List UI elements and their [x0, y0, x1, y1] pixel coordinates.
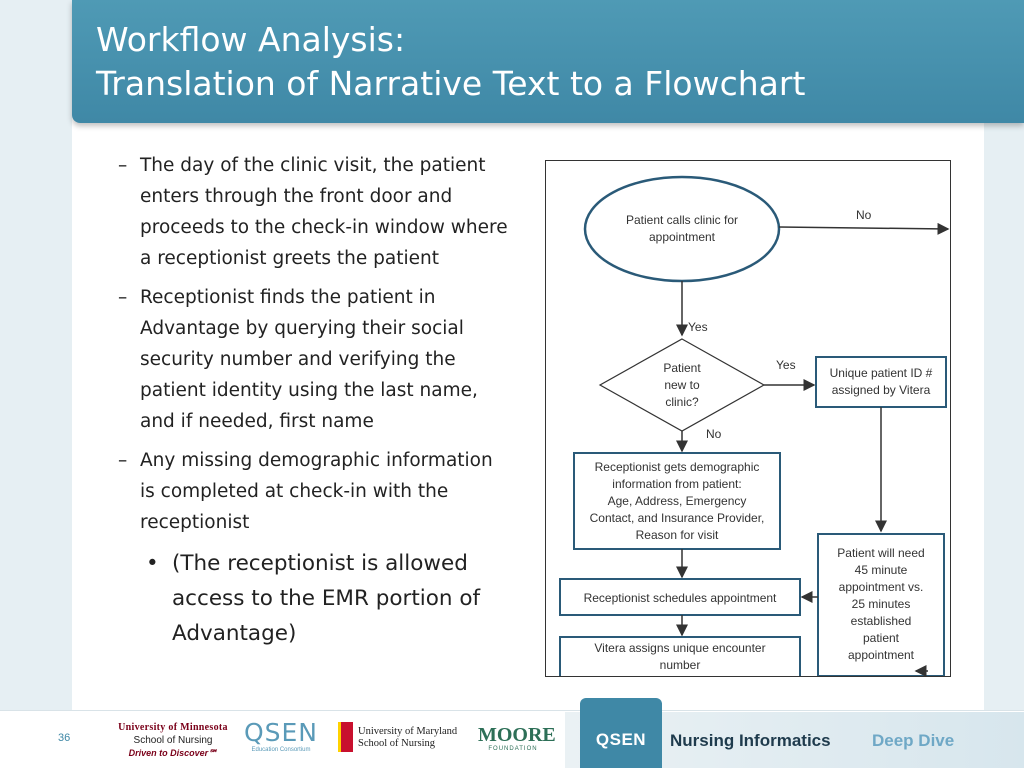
decision-label-3: clinic?: [665, 395, 699, 409]
start-label-2: appointment: [649, 230, 716, 244]
encounter-label-2: number: [660, 658, 701, 672]
page-number: 36: [58, 732, 71, 744]
deep-dive-label: Deep Dive: [872, 731, 955, 750]
umd-school: School of Nursing: [358, 738, 435, 749]
bullet-list: – The day of the clinic visit, the patie…: [118, 150, 508, 651]
nursing-informatics-label: Nursing Informatics: [670, 731, 831, 750]
yes-label-2: Yes: [776, 358, 796, 372]
dash-marker: –: [118, 155, 128, 176]
umd-name: University of Maryland: [358, 726, 458, 737]
need-time-line-7: appointment: [848, 648, 915, 662]
unique-id-label-1: Unique patient ID #: [830, 366, 933, 380]
umd-text: University of Maryland School of Nursing: [358, 726, 518, 750]
unique-id-label-2: assigned by Vitera: [832, 383, 931, 397]
umn-logo: University of Minnesota School of Nursin…: [118, 721, 228, 760]
no-label-top: No: [856, 208, 872, 222]
umn-tagline: Driven to Discover℠: [128, 748, 218, 758]
need-time-line-4: 25 minutes: [852, 597, 911, 611]
schedules-label: Receptionist schedules appointment: [584, 591, 777, 605]
demographics-line-1: Receptionist gets demographic: [595, 460, 760, 474]
flowchart: Patient calls clinic for appointment No …: [545, 160, 951, 677]
need-time-line-5: established: [851, 614, 912, 628]
qsen-logo-text: QSEN: [243, 718, 319, 747]
decision-label-1: Patient: [663, 361, 701, 375]
yes-label-1: Yes: [688, 320, 708, 334]
bullet-text: Any missing demographic information is c…: [140, 450, 493, 533]
qsen-tab-label: QSEN: [595, 730, 647, 749]
qsen-logo: QSEN Education Consortium: [240, 718, 322, 754]
need-time-box: [817, 533, 945, 676]
demographics-box: [573, 452, 781, 550]
demographics-line-5: Reason for visit: [636, 528, 719, 542]
dash-marker: –: [118, 287, 128, 308]
moore-logo-subtext: FOUNDATION: [488, 746, 538, 752]
unique-id-box: [815, 356, 947, 408]
qsen-tab: [580, 698, 662, 768]
umn-school: School of Nursing: [133, 735, 213, 746]
slide-title: Workflow Analysis: Translation of Narrat…: [96, 18, 805, 106]
no-connector-top: [778, 222, 950, 235]
sub-bullet-item: • (The receptionist is allowed access to…: [146, 546, 508, 651]
bullet-text: The day of the clinic visit, the patient…: [140, 155, 508, 269]
start-label-1: Patient calls clinic for: [626, 213, 738, 227]
moore-logo: MOORE FOUNDATION: [478, 724, 556, 752]
demographics-line-3: Age, Address, Emergency: [608, 494, 747, 508]
need-time-line-1: Patient will need: [837, 546, 924, 560]
dot-marker: •: [146, 551, 159, 576]
title-bar: [72, 0, 1024, 123]
bullet-text: Receptionist finds the patient in Advant…: [140, 287, 478, 432]
need-time-line-2: 45 minute: [855, 563, 908, 577]
bullet-item: – Any missing demographic information is…: [118, 445, 508, 538]
start-ellipse: [583, 175, 781, 283]
need-time-line-3: appointment vs.: [839, 580, 924, 594]
dash-marker: –: [118, 450, 128, 471]
encounter-label-1: Vitera assigns unique encounter: [594, 641, 765, 655]
left-background: [0, 0, 72, 710]
umd-shield-icon: [338, 722, 353, 752]
demographics-line-4: Contact, and Insurance Provider,: [590, 511, 765, 525]
bullet-item: – The day of the clinic visit, the patie…: [118, 150, 508, 274]
decision-label-2: new to: [664, 378, 700, 392]
moore-logo-text: MOORE: [478, 724, 556, 746]
bullet-item: – Receptionist finds the patient in Adva…: [118, 282, 508, 437]
title-line-2: Translation of Narrative Text to a Flowc…: [96, 64, 806, 103]
schedules-box: [559, 578, 801, 616]
sub-bullet-text: (The receptionist is allowed access to t…: [172, 551, 481, 646]
need-time-line-6: patient: [863, 631, 900, 645]
umn-name: University of Minnesota: [118, 722, 228, 733]
encounter-box: [559, 636, 801, 676]
no-label-2: No: [706, 427, 722, 441]
qsen-logo-subtext: Education Consortium: [251, 747, 311, 753]
title-line-1: Workflow Analysis:: [96, 20, 406, 59]
flowchart-svg: Patient calls clinic for appointment No …: [559, 175, 950, 676]
demographics-line-2: information from patient:: [612, 477, 741, 491]
